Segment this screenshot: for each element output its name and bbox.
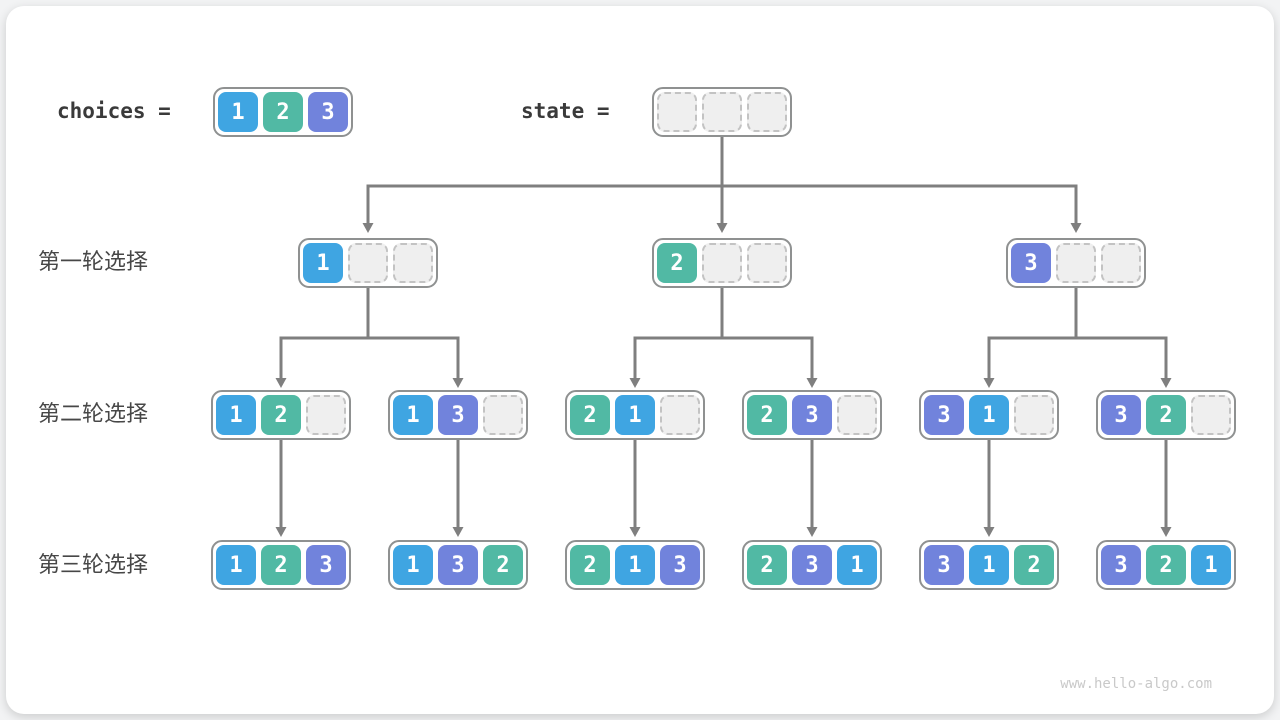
value-cell: 3	[792, 395, 832, 435]
empty-cell	[837, 395, 877, 435]
state-array	[652, 87, 792, 137]
empty-cell	[306, 395, 346, 435]
value-cell: 2	[261, 545, 301, 585]
value-cell: 3	[1011, 243, 1051, 283]
empty-cell	[657, 92, 697, 132]
value-cell: 2	[1146, 395, 1186, 435]
value-cell: 1	[216, 545, 256, 585]
arrowhead-icon	[1070, 223, 1082, 233]
arrowhead-icon	[452, 378, 464, 388]
arrowhead-icon	[983, 378, 995, 388]
value-cell: 2	[483, 545, 523, 585]
array-node-round1-2: 2	[652, 238, 792, 288]
round-1-label: 第一轮选择	[38, 249, 149, 274]
arrowhead-icon	[362, 223, 374, 233]
empty-cell	[1191, 395, 1231, 435]
empty-cell	[483, 395, 523, 435]
value-cell: 1	[393, 545, 433, 585]
empty-cell	[702, 243, 742, 283]
empty-cell	[747, 243, 787, 283]
round-3-label: 第三轮选择	[38, 552, 149, 577]
arrowhead-icon	[629, 378, 641, 388]
array-node-round1-1: 1	[298, 238, 438, 288]
value-cell: 1	[615, 395, 655, 435]
value-cell: 1	[216, 395, 256, 435]
value-cell: 2	[747, 395, 787, 435]
value-cell: 1	[303, 243, 343, 283]
value-cell: 3	[924, 545, 964, 585]
value-cell: 3	[438, 395, 478, 435]
value-cell: 1	[969, 545, 1009, 585]
value-cell: 1	[218, 92, 258, 132]
value-cell: 3	[308, 92, 348, 132]
value-cell: 3	[1101, 395, 1141, 435]
empty-cell	[702, 92, 742, 132]
value-cell: 1	[969, 395, 1009, 435]
value-cell: 2	[1146, 545, 1186, 585]
empty-cell	[348, 243, 388, 283]
arrowhead-icon	[983, 527, 995, 537]
empty-cell	[660, 395, 700, 435]
arrowhead-icon	[716, 223, 728, 233]
empty-cell	[1056, 243, 1096, 283]
value-cell: 1	[615, 545, 655, 585]
empty-cell	[1101, 243, 1141, 283]
arrowhead-icon	[806, 378, 818, 388]
round-2-label: 第二轮选择	[38, 401, 149, 426]
arrowhead-icon	[275, 527, 287, 537]
value-cell: 3	[924, 395, 964, 435]
value-cell: 3	[792, 545, 832, 585]
watermark-url: www.hello-algo.com	[1060, 676, 1212, 692]
arrowhead-icon	[1160, 527, 1172, 537]
arrowhead-icon	[806, 527, 818, 537]
empty-cell	[747, 92, 787, 132]
value-cell: 1	[393, 395, 433, 435]
value-cell: 2	[570, 545, 610, 585]
value-cell: 2	[261, 395, 301, 435]
value-cell: 3	[438, 545, 478, 585]
value-cell: 2	[263, 92, 303, 132]
empty-cell	[393, 243, 433, 283]
value-cell: 2	[747, 545, 787, 585]
value-cell: 1	[1191, 545, 1231, 585]
array-node-round1-3: 3	[1006, 238, 1146, 288]
arrowhead-icon	[1160, 378, 1172, 388]
arrowhead-icon	[629, 527, 641, 537]
choices-label: choices =	[57, 99, 171, 123]
value-cell: 2	[657, 243, 697, 283]
value-cell: 2	[1014, 545, 1054, 585]
value-cell: 3	[660, 545, 700, 585]
value-cell: 1	[837, 545, 877, 585]
value-cell: 2	[570, 395, 610, 435]
arrowhead-icon	[275, 378, 287, 388]
value-cell: 3	[306, 545, 346, 585]
arrowhead-icon	[452, 527, 464, 537]
empty-cell	[1014, 395, 1054, 435]
value-cell: 3	[1101, 545, 1141, 585]
state-label: state =	[521, 99, 610, 123]
